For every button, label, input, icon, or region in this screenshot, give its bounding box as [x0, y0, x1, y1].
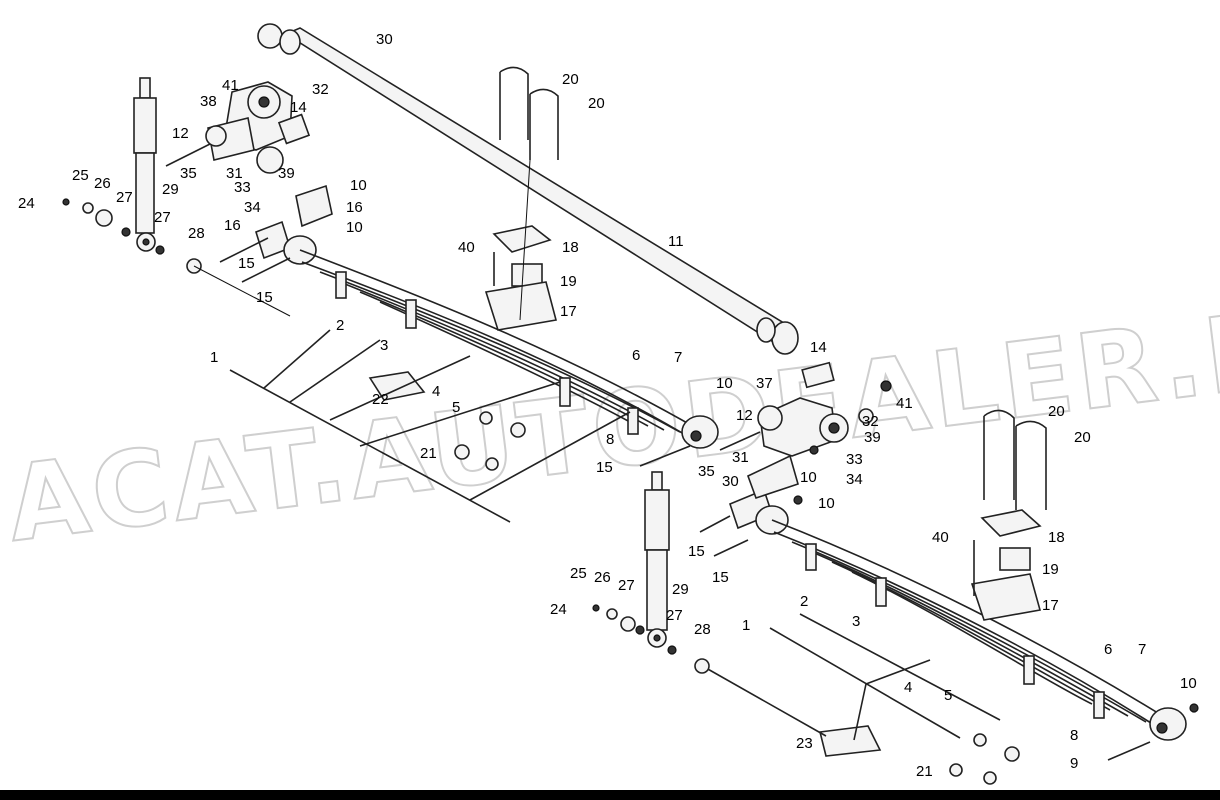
callout-label-21: 21 [420, 445, 437, 462]
callout-label-35: 35 [698, 463, 715, 480]
callout-label-2: 2 [336, 317, 344, 334]
callout-label-14: 14 [810, 339, 827, 356]
callout-label-26: 26 [594, 569, 611, 586]
shock-absorber-right [644, 471, 670, 648]
callout-label-28: 28 [694, 621, 711, 638]
callout-label-24: 24 [550, 601, 567, 618]
leaf-spring-right [755, 409, 1187, 741]
callout-label-20: 20 [1048, 403, 1065, 420]
callout-label-8: 8 [1070, 727, 1078, 744]
callout-label-25: 25 [72, 167, 89, 184]
callout-label-10: 10 [1180, 675, 1197, 692]
callout-label-31: 31 [732, 449, 749, 466]
callout-label-15: 15 [256, 289, 273, 306]
stabilizer-bar [257, 23, 799, 355]
callout-label-35: 35 [180, 165, 197, 182]
torque-arm-left [229, 329, 631, 523]
callout-label-21: 21 [916, 763, 933, 780]
callout-label-4: 4 [432, 383, 440, 400]
callout-label-39: 39 [278, 165, 295, 182]
callout-label-15: 15 [238, 255, 255, 272]
callout-label-3: 3 [852, 613, 860, 630]
callout-label-11: 11 [668, 233, 684, 250]
callout-label-27: 27 [618, 577, 635, 594]
callout-label-29: 29 [162, 181, 179, 198]
callout-label-28: 28 [188, 225, 205, 242]
callout-label-41: 41 [896, 395, 913, 412]
callout-label-3: 3 [380, 337, 388, 354]
callout-label-18: 18 [562, 239, 579, 256]
callout-label-25: 25 [570, 565, 587, 582]
callout-label-20: 20 [588, 95, 605, 112]
callout-label-22: 22 [372, 391, 389, 408]
callout-label-30: 30 [722, 473, 739, 490]
callout-label-32: 32 [862, 413, 879, 430]
callout-label-33: 33 [234, 179, 251, 196]
callout-label-10: 10 [346, 219, 363, 236]
callout-label-34: 34 [244, 199, 261, 216]
callout-label-27: 27 [154, 209, 171, 226]
callout-label-38: 38 [200, 93, 217, 110]
bottom-bar [0, 790, 1220, 800]
callout-label-15: 15 [712, 569, 729, 586]
callout-label-2: 2 [800, 593, 808, 610]
callout-label-7: 7 [1138, 641, 1146, 658]
callout-label-23: 23 [796, 735, 813, 752]
callout-label-16: 16 [224, 217, 241, 234]
callout-label-10: 10 [716, 375, 733, 392]
callout-label-41: 41 [222, 77, 239, 94]
callout-label-40: 40 [458, 239, 475, 256]
shock-absorber-left [133, 77, 157, 252]
callout-label-17: 17 [1042, 597, 1059, 614]
callout-label-14: 14 [290, 99, 307, 116]
callout-label-4: 4 [904, 679, 912, 696]
callout-label-20: 20 [562, 71, 579, 88]
callout-label-19: 19 [560, 273, 577, 290]
callout-label-6: 6 [632, 347, 640, 364]
callout-label-15: 15 [688, 543, 705, 560]
callout-label-37: 37 [756, 375, 773, 392]
right-hardware [592, 604, 1199, 785]
callout-label-17: 17 [560, 303, 577, 320]
callout-label-1: 1 [742, 617, 750, 634]
callout-label-34: 34 [846, 471, 863, 488]
callout-label-30: 30 [376, 31, 393, 48]
callout-label-40: 40 [932, 529, 949, 546]
callout-label-7: 7 [674, 349, 682, 366]
callout-label-6: 6 [1104, 641, 1112, 658]
callout-label-32: 32 [312, 81, 329, 98]
callout-label-20: 20 [1074, 429, 1091, 446]
callout-label-9: 9 [1070, 755, 1078, 772]
callout-label-10: 10 [818, 495, 835, 512]
front-bracket-left [205, 81, 333, 260]
callout-label-16: 16 [346, 199, 363, 216]
callout-label-10: 10 [350, 177, 367, 194]
callout-label-1: 1 [210, 349, 218, 366]
front-bracket-right [639, 361, 892, 557]
callout-label-24: 24 [18, 195, 35, 212]
callout-label-31: 31 [226, 165, 243, 182]
callout-label-5: 5 [944, 687, 952, 704]
callout-label-27: 27 [116, 189, 133, 206]
callout-label-18: 18 [1048, 529, 1065, 546]
callout-label-39: 39 [864, 429, 881, 446]
callout-label-26: 26 [94, 175, 111, 192]
callout-label-19: 19 [1042, 561, 1059, 578]
callout-label-12: 12 [736, 407, 753, 424]
watermark-text: ACAT.AUTODEALER.RU [1, 276, 1220, 565]
callout-label-10: 10 [800, 469, 817, 486]
callout-label-15: 15 [596, 459, 613, 476]
callout-label-12: 12 [172, 125, 189, 142]
callout-label-33: 33 [846, 451, 863, 468]
callout-label-27: 27 [666, 607, 683, 624]
callout-label-8: 8 [606, 431, 614, 448]
callout-label-29: 29 [672, 581, 689, 598]
left-hardware [62, 143, 526, 471]
leaf-spring-left [283, 66, 719, 449]
torque-arm-right [705, 613, 1001, 757]
callout-label-5: 5 [452, 399, 460, 416]
